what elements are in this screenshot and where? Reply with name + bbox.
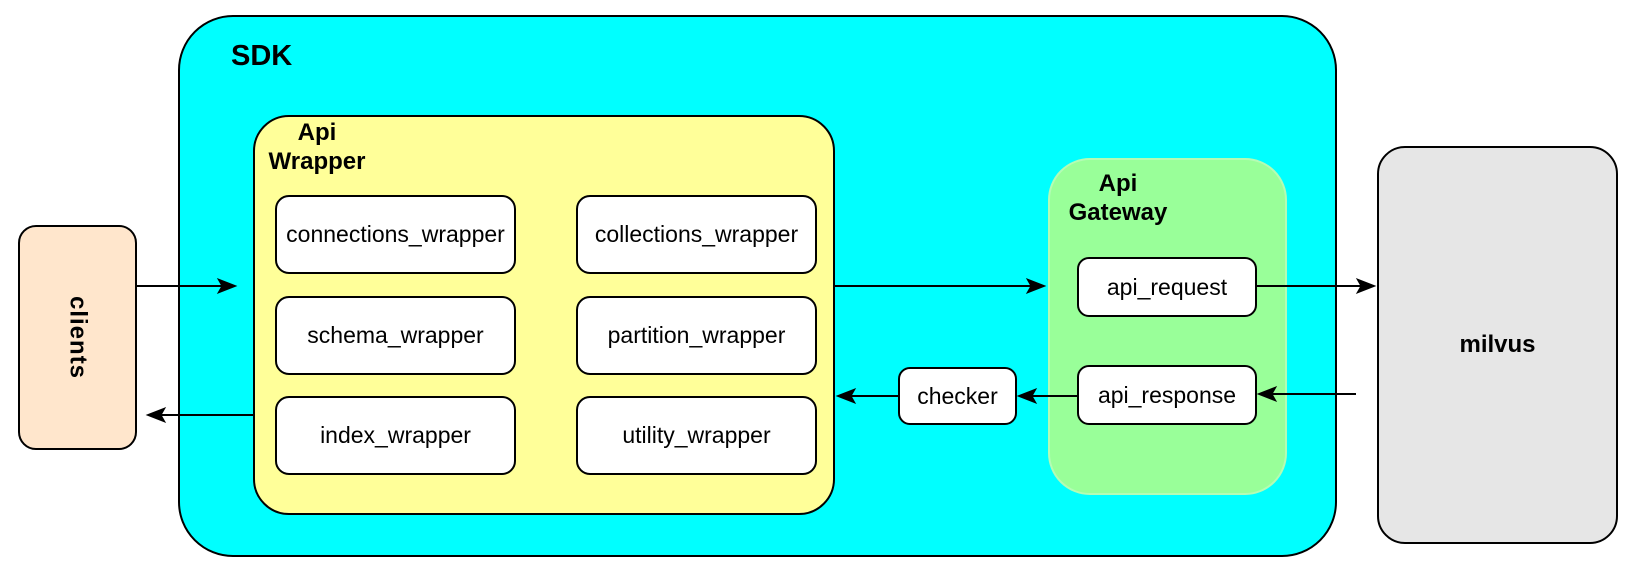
module-index-wrapper: index_wrapper [275,396,516,475]
api-gateway-label: Api Gateway [1048,170,1188,228]
milvus-node: milvus [1377,146,1618,544]
module-utility-wrapper: utility_wrapper [576,396,817,475]
sdk-label: SDK [231,40,293,72]
api-request-node: api_request [1077,257,1257,317]
clients-node: clients [18,225,137,450]
api-gateway-label-line1: Api [1098,170,1138,197]
clients-label: clients [64,295,92,380]
module-schema-wrapper: schema_wrapper [275,296,516,375]
api-gateway-label-line2: Gateway [1068,198,1168,226]
api-gateway-container [1048,158,1287,495]
api-wrapper-label-line2: Wrapper [268,147,366,175]
checker-node: checker [898,367,1017,425]
api-response-node: api_response [1077,365,1257,425]
api-wrapper-label: Api Wrapper [257,119,377,177]
api-wrapper-label-line1: Api [297,119,337,146]
module-partition-wrapper: partition_wrapper [576,296,817,375]
module-collections-wrapper: collections_wrapper [576,195,817,274]
module-connections-wrapper: connections_wrapper [275,195,516,274]
